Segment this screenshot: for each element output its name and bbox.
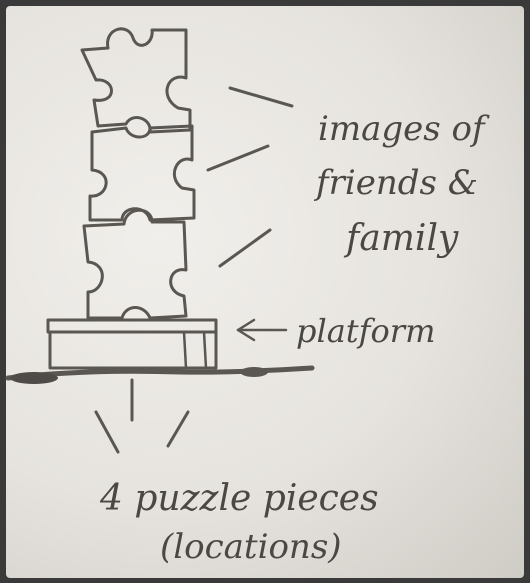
pointer-line-2	[208, 146, 268, 170]
platform-label: platform	[296, 312, 435, 350]
down-line-right	[168, 412, 188, 446]
puzzle-piece-1	[82, 29, 190, 132]
platform-divider	[184, 332, 186, 368]
platform-body	[50, 332, 216, 368]
pointer-line-1	[230, 88, 292, 106]
images-label-line3: family	[343, 218, 459, 259]
platform-top-slab	[48, 320, 216, 332]
puzzle-piece-2	[90, 126, 194, 220]
bottom-label-line2: (locations)	[160, 527, 342, 567]
pointer-line-3	[220, 230, 270, 266]
bottom-label-line1: 4 puzzle pieces	[99, 478, 379, 519]
platform-left-blob	[10, 372, 58, 384]
platform-divider-2	[204, 332, 206, 368]
down-line-left	[96, 412, 118, 452]
platform-right-blob	[240, 367, 268, 377]
images-label-line1: images of	[318, 109, 490, 149]
images-label-line2: friends &	[313, 163, 478, 203]
puzzle-piece-3	[84, 210, 186, 318]
